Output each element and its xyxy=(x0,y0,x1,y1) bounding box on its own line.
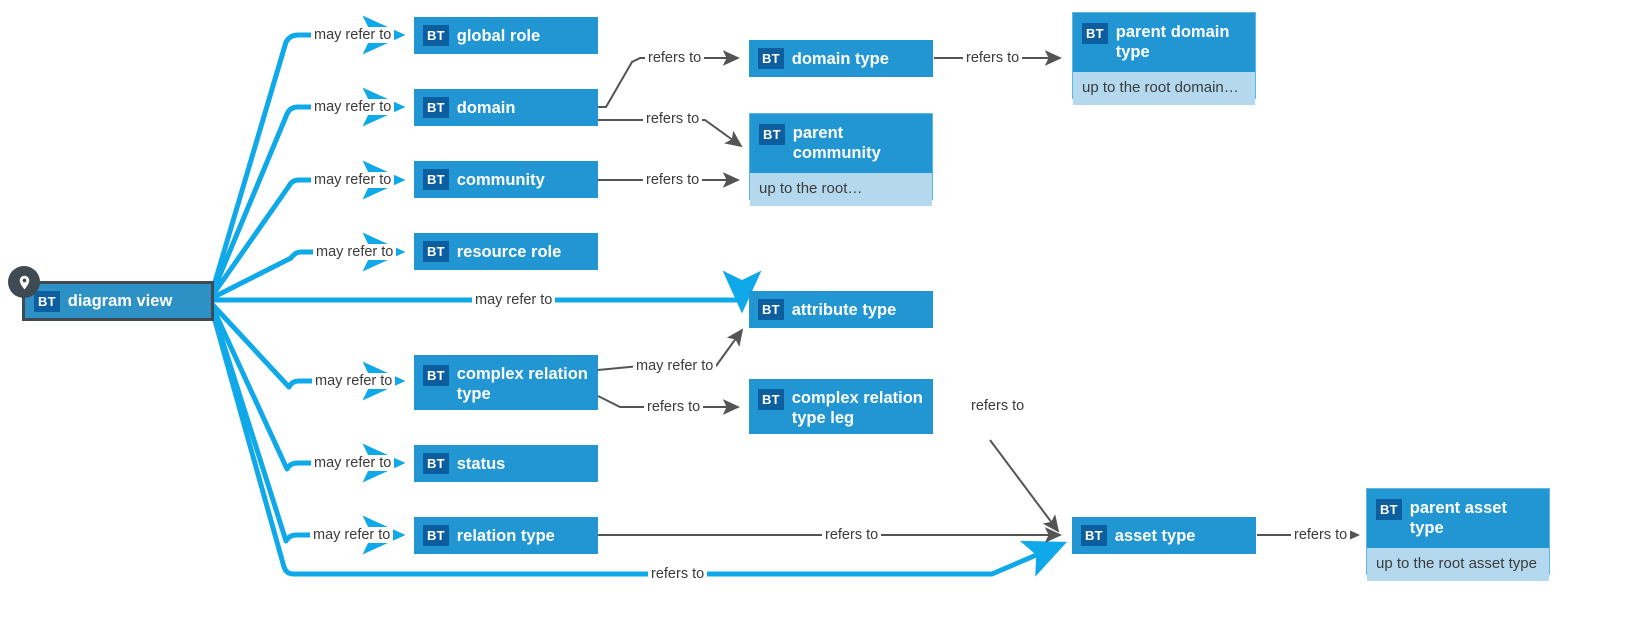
node-community[interactable]: BT community xyxy=(414,161,598,198)
node-header: BT status xyxy=(414,445,598,482)
edge-label-refers-to-asset-type-from-leg: refers to xyxy=(968,398,1028,414)
edge-label-refers-to-asset-type-highlight: refers to xyxy=(648,566,708,582)
node-subtext: up to the root… xyxy=(750,172,932,206)
node-parent-asset-type[interactable]: BT parent asset type up to the root asse… xyxy=(1366,488,1550,581)
node-label: relation type xyxy=(456,526,555,545)
node-header: BT attribute type xyxy=(749,291,933,328)
bt-badge: BT xyxy=(759,124,785,145)
edge-label-refers-to-domain-type: refers to xyxy=(645,50,705,66)
edge-crt-leg-asset-type xyxy=(989,439,1060,533)
edge-label-refers-to-asset-type: refers to xyxy=(822,527,882,543)
bt-badge: BT xyxy=(423,25,449,46)
edge-diagram-view-complex-relation-type xyxy=(210,302,406,401)
edge-label-may-refer-to-global-role: may refer to xyxy=(311,27,395,43)
node-label: complex relation type leg xyxy=(791,389,923,427)
edge-diagram-view-relation-type xyxy=(209,307,406,555)
normal-edges xyxy=(597,50,1361,543)
node-label: parent asset type xyxy=(1409,499,1507,537)
edge-diagram-view-status xyxy=(209,304,406,483)
edge-diagram-view-global-role xyxy=(209,15,406,293)
node-label: complex relation type xyxy=(456,365,588,403)
node-label: status xyxy=(456,454,506,473)
node-header: BT asset type xyxy=(1072,517,1256,554)
node-label: diagram view xyxy=(67,292,173,310)
edge-label-may-refer-to-community: may refer to xyxy=(311,172,395,188)
edge-label-may-refer-to-status: may refer to xyxy=(311,455,395,471)
node-label: community xyxy=(456,170,545,189)
edge-label-refers-to-crt-leg: refers to xyxy=(644,399,704,415)
node-header: BT parent asset type xyxy=(1367,489,1549,547)
node-header: BT parent community xyxy=(750,114,932,172)
node-header: BT resource role xyxy=(414,233,598,270)
edge-diagram-view-resource-role xyxy=(210,232,406,301)
bt-badge: BT xyxy=(423,97,449,118)
edge-label-refers-to-parent-asset-type: refers to xyxy=(1291,527,1351,543)
node-domain[interactable]: BT domain xyxy=(414,89,598,126)
node-diagram-view[interactable]: BT diagram view xyxy=(22,281,214,321)
node-header: BT relation type xyxy=(414,517,598,554)
node-parent-domain-type[interactable]: BT parent domain type up to the root dom… xyxy=(1072,12,1256,105)
bt-badge: BT xyxy=(423,365,449,386)
node-header: BT complex relation type leg xyxy=(749,379,933,437)
node-header: BT domain xyxy=(414,89,598,126)
node-domain-type[interactable]: BT domain type xyxy=(749,40,933,77)
bt-badge: BT xyxy=(423,453,449,474)
edge-diagram-view-community xyxy=(209,160,406,298)
edge-domain-parent-community xyxy=(598,119,743,148)
node-header: BT diagram view xyxy=(25,284,211,318)
bt-badge: BT xyxy=(758,48,784,69)
node-attribute-type[interactable]: BT attribute type xyxy=(749,291,933,328)
node-label: global role xyxy=(456,26,541,45)
node-complex-relation-type-leg[interactable]: BT complex relation type leg xyxy=(749,379,933,434)
bt-badge: BT xyxy=(423,525,449,546)
node-relation-type[interactable]: BT relation type xyxy=(414,517,598,554)
bt-badge: BT xyxy=(423,169,449,190)
node-label: domain xyxy=(456,98,516,117)
node-header: BT domain type xyxy=(749,40,933,77)
edge-label-refers-to-parent-community-2: refers to xyxy=(643,172,703,188)
edge-label-may-refer-to-relation-type: may refer to xyxy=(310,527,394,543)
node-parent-community[interactable]: BT parent community up to the root… xyxy=(749,113,933,206)
bt-badge: BT xyxy=(1081,525,1107,546)
node-subtext: up to the root asset type xyxy=(1367,547,1549,581)
node-header: BT parent domain type xyxy=(1073,13,1255,71)
node-asset-type[interactable]: BT asset type xyxy=(1072,517,1256,554)
bt-badge: BT xyxy=(1376,499,1402,520)
bt-badge: BT xyxy=(1082,23,1108,44)
node-label: parent domain type xyxy=(1115,23,1230,61)
node-label: domain type xyxy=(791,49,889,68)
edge-label-may-refer-to-attribute-type-2: may refer to xyxy=(633,358,717,374)
node-header: BT global role xyxy=(414,17,598,54)
node-subtext: up to the root domain… xyxy=(1073,71,1255,105)
node-status[interactable]: BT status xyxy=(414,445,598,482)
edge-label-refers-to-parent-domain-type: refers to xyxy=(963,50,1023,66)
map-pin-icon xyxy=(8,266,40,298)
edge-label-may-refer-to-complex-relation: may refer to xyxy=(312,373,396,389)
edge-label-may-refer-to-domain: may refer to xyxy=(311,99,395,115)
node-complex-relation-type[interactable]: BT complex relation type xyxy=(414,355,598,410)
edge-diagram-view-domain xyxy=(209,87,406,295)
edge-label-refers-to-parent-community: refers to xyxy=(643,111,703,127)
node-label: resource role xyxy=(456,242,562,261)
node-label: asset type xyxy=(1114,526,1196,545)
bt-badge: BT xyxy=(423,241,449,262)
bt-badge: BT xyxy=(758,389,784,410)
node-label: parent community xyxy=(792,124,881,162)
node-header: BT community xyxy=(414,161,598,198)
node-label: attribute type xyxy=(791,300,897,319)
edge-diagram-view-asset-type xyxy=(209,309,1068,577)
edge-label-may-refer-to-attribute-type: may refer to xyxy=(472,292,556,308)
node-global-role[interactable]: BT global role xyxy=(414,17,598,54)
node-resource-role[interactable]: BT resource role xyxy=(414,233,598,270)
edge-diagram-view-attribute-type xyxy=(212,270,762,314)
bt-badge: BT xyxy=(758,299,784,320)
edge-label-may-refer-to-resource-role: may refer to xyxy=(313,244,397,260)
node-header: BT complex relation type xyxy=(414,355,598,413)
highlighted-edges xyxy=(209,15,1068,577)
bt-badge: BT xyxy=(34,290,60,312)
